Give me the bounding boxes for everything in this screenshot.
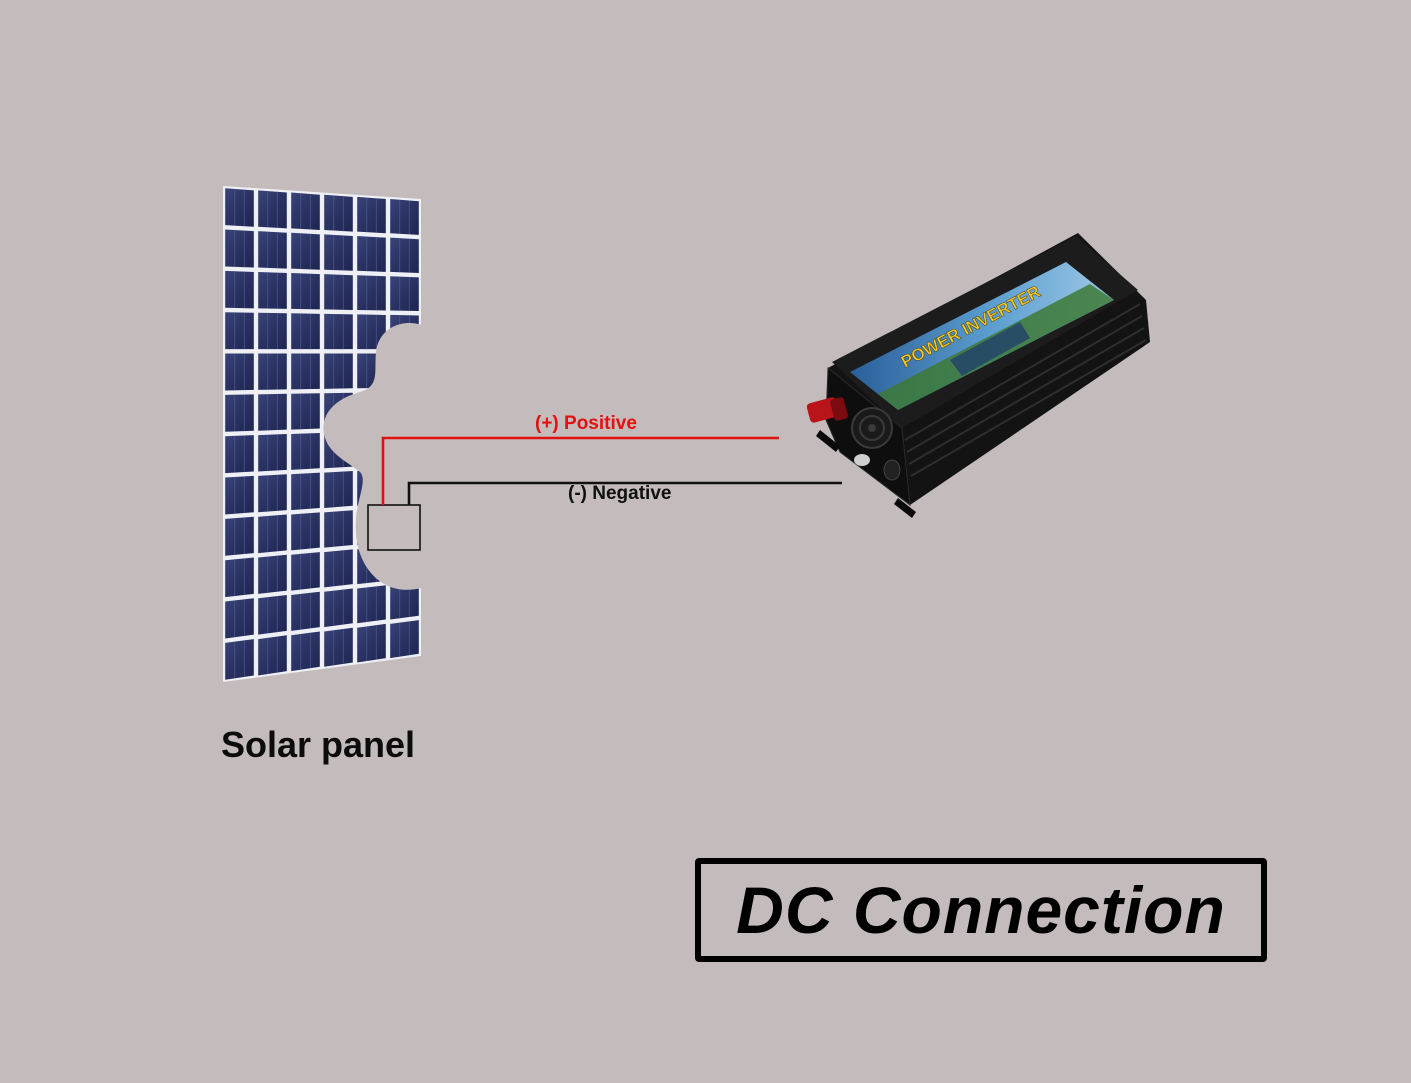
solar-cell <box>258 554 287 594</box>
solar-cell <box>258 514 287 554</box>
solar-cell <box>225 353 254 391</box>
solar-cell <box>291 273 320 310</box>
solar-cell <box>258 434 287 472</box>
solar-cell <box>225 639 254 680</box>
solar-cell <box>225 516 254 556</box>
power-inverter-icon: POWER INVERTER <box>806 233 1150 518</box>
solar-cell <box>225 394 254 432</box>
dc-connection-title-box: DC Connection <box>695 858 1267 962</box>
solar-cell <box>291 192 320 231</box>
solar-cell <box>258 595 287 635</box>
solar-cell <box>258 312 287 350</box>
solar-cell <box>225 312 254 350</box>
solar-cell <box>291 472 320 511</box>
solar-cell <box>225 598 254 639</box>
solar-cell <box>324 510 353 548</box>
solar-cell <box>357 623 386 663</box>
solar-cell <box>357 314 386 350</box>
negative-terminal <box>854 454 901 481</box>
positive-wire <box>381 436 779 505</box>
solar-cell <box>357 275 386 311</box>
solar-cell <box>225 435 254 474</box>
solar-cell <box>390 276 419 312</box>
solar-cell <box>324 234 353 271</box>
solar-cell <box>225 557 254 598</box>
solar-cell <box>291 393 320 430</box>
junction-box-icon <box>367 504 421 551</box>
solar-cell <box>390 582 419 620</box>
solar-cell <box>291 552 320 591</box>
solar-cell <box>258 635 287 676</box>
solar-cell <box>390 620 419 659</box>
solar-cell <box>258 474 287 513</box>
solar-cell <box>357 585 386 624</box>
solar-cell <box>291 512 320 551</box>
solar-cell <box>357 236 386 272</box>
solar-cell <box>291 232 320 270</box>
solar-cell <box>291 353 320 390</box>
solar-cell <box>258 231 287 269</box>
solar-cell <box>258 393 287 431</box>
solar-cell <box>324 194 353 232</box>
solar-panel-label: Solar panel <box>221 724 416 765</box>
positive-label: (+) Positive <box>535 413 637 434</box>
solar-cell <box>324 471 353 508</box>
solar-cell <box>258 353 287 390</box>
solar-cell <box>291 631 320 672</box>
dc-connection-title: DC Connection <box>736 873 1226 947</box>
solar-cell <box>324 313 353 350</box>
solar-cell <box>357 196 386 234</box>
panel-cutout <box>323 323 422 590</box>
solar-cell <box>324 274 353 310</box>
solar-cell <box>390 237 419 273</box>
solar-cell <box>324 353 353 389</box>
solar-cell <box>324 627 353 667</box>
negative-label: (-) Negative <box>568 483 672 504</box>
solar-cell <box>291 591 320 631</box>
solar-cell <box>291 313 320 350</box>
solar-cell <box>225 270 254 309</box>
solar-cell <box>324 549 353 588</box>
solar-cell <box>390 199 419 235</box>
positive-terminal <box>806 397 848 423</box>
solar-panel-icon <box>223 186 422 682</box>
solar-cell <box>291 432 320 470</box>
solar-cell <box>225 475 254 515</box>
solar-cell <box>258 190 287 229</box>
solar-cell <box>225 229 254 268</box>
solar-cell <box>258 271 287 309</box>
negative-wire <box>407 481 842 505</box>
solar-cell <box>225 188 254 227</box>
solar-cell <box>324 588 353 628</box>
